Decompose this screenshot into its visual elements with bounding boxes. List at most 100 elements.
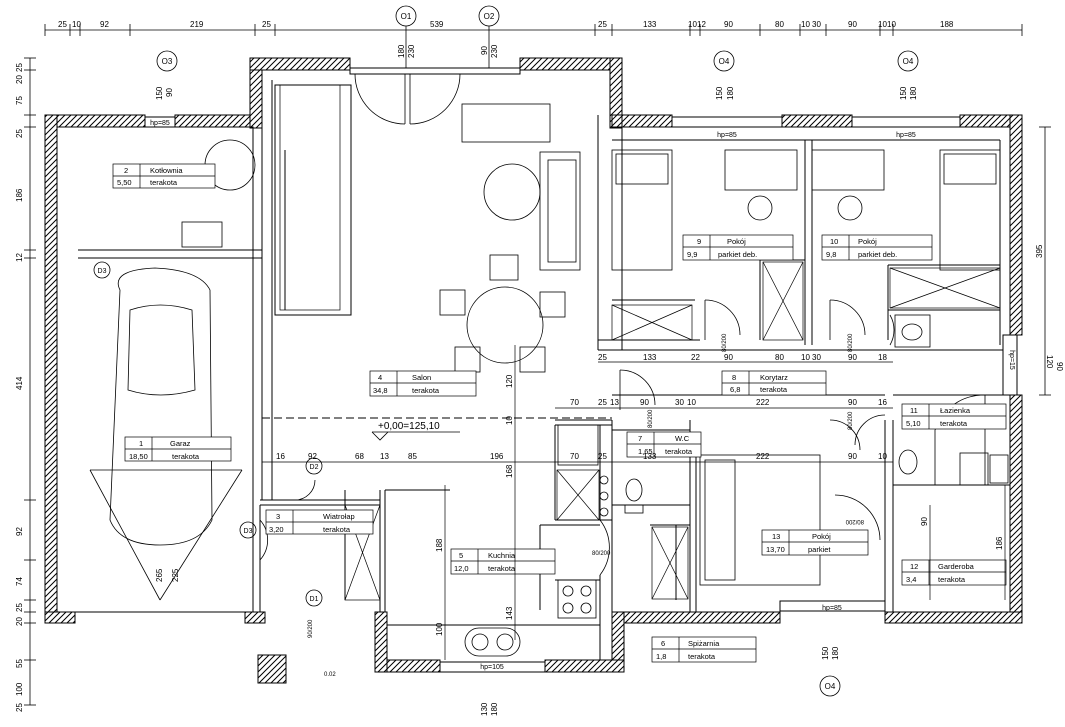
axis-label-o2: O2 bbox=[484, 12, 495, 21]
dim-label: 68 bbox=[355, 452, 364, 461]
dim-label: 130 bbox=[480, 702, 489, 716]
door-label: 80/200 bbox=[592, 551, 611, 557]
dim-label: 30 bbox=[675, 398, 684, 407]
inner-dimension-labels: 25 133 22 90 80 10 30 90 18 70 25 13 90 … bbox=[155, 44, 1004, 716]
room-floor: parkiet deb. bbox=[858, 250, 897, 259]
room-area: 6,8 bbox=[730, 385, 740, 394]
room-area: 1,65 bbox=[638, 447, 653, 456]
level-mark: +0,00=125,10 bbox=[371, 421, 460, 441]
dim-label: 265 bbox=[155, 568, 164, 582]
dim-label: 25 bbox=[15, 129, 24, 138]
dim-label: 70 bbox=[570, 398, 579, 407]
dim-label: 22 bbox=[691, 353, 700, 362]
dim-label: 120 bbox=[1045, 355, 1054, 369]
room-name: Pokój bbox=[727, 237, 746, 246]
dim-label: 25 bbox=[58, 20, 67, 29]
room-area: 18,50 bbox=[129, 452, 148, 461]
room-number: 3 bbox=[276, 512, 280, 521]
room-number: 10 bbox=[830, 237, 838, 246]
dim-label: 90 bbox=[480, 46, 489, 55]
dim-label: 13 bbox=[610, 398, 619, 407]
window-label: hp=85 bbox=[150, 120, 170, 127]
room-number: 11 bbox=[910, 406, 918, 415]
dim-label: 150 bbox=[715, 86, 724, 100]
dim-label: 180 bbox=[726, 86, 735, 100]
furniture bbox=[89, 103, 1009, 657]
dim-label: 10 bbox=[801, 20, 810, 29]
dim-label: 25 bbox=[15, 703, 24, 712]
dim-label: 188 bbox=[940, 20, 954, 29]
dim-label: 10 bbox=[878, 452, 887, 461]
dim-label: 219 bbox=[190, 20, 204, 29]
door-label: 90/200 bbox=[308, 619, 314, 638]
dim-label: 90 bbox=[848, 398, 857, 407]
dim-label: 25 bbox=[598, 452, 607, 461]
dim-label: 74 bbox=[15, 577, 24, 586]
room-floor: terakota bbox=[150, 178, 178, 187]
dim-label: 150 bbox=[155, 86, 164, 100]
room-name: Kotłownia bbox=[150, 166, 183, 175]
dim-label: 10 bbox=[887, 20, 896, 29]
dim-label: 222 bbox=[756, 452, 770, 461]
dim-label: 70 bbox=[570, 452, 579, 461]
dim-label: 100 bbox=[15, 682, 24, 696]
dim-label: 90 bbox=[848, 353, 857, 362]
dim-label: 25 bbox=[262, 20, 271, 29]
dim-label: 133 bbox=[643, 353, 657, 362]
room-name: Garaz bbox=[170, 439, 191, 448]
dim-label: 90 bbox=[165, 88, 174, 97]
axis-markers bbox=[93, 5, 919, 697]
room-area: 1,8 bbox=[656, 652, 666, 661]
door-label: 80/200 bbox=[848, 333, 854, 352]
dim-label: 12 bbox=[697, 20, 706, 29]
dim-label: 80 bbox=[775, 20, 784, 29]
room-name: Łazienka bbox=[940, 406, 971, 415]
axis-label-d3: D3 bbox=[98, 268, 107, 275]
top-dimension-line bbox=[44, 24, 1023, 36]
dim-label: 143 bbox=[505, 606, 514, 620]
room-floor: terakota bbox=[323, 525, 351, 534]
dim-label: 90 bbox=[848, 452, 857, 461]
right-dimension-line bbox=[1039, 126, 1051, 396]
dim-label: 20 bbox=[15, 75, 24, 84]
axis-label-d1: D1 bbox=[310, 596, 319, 603]
right-dimension-labels: 395 120 90 bbox=[1035, 244, 1064, 371]
window-label: hp=85 bbox=[717, 132, 737, 139]
entrance-door bbox=[354, 73, 461, 125]
room-area: 12,0 bbox=[454, 564, 469, 573]
dim-label: 90 bbox=[1055, 362, 1064, 371]
room-name: Wiatrołap bbox=[323, 512, 355, 521]
dim-label: 30 bbox=[812, 20, 821, 29]
dim-label: 150 bbox=[899, 86, 908, 100]
left-dimension-labels: 25 20 75 25 186 12 414 92 74 20 25 55 10… bbox=[15, 63, 24, 712]
outer-walls bbox=[44, 57, 1023, 684]
room-labels bbox=[112, 163, 1007, 663]
room-area: 13,70 bbox=[766, 545, 785, 554]
windows bbox=[144, 67, 1018, 673]
dim-label: 25 bbox=[15, 603, 24, 612]
dim-label: 150 bbox=[821, 646, 830, 660]
axis-labels: O1 O2 O3 O4 O4 O4 D2 D1 D3 D3 bbox=[98, 12, 914, 691]
window-label: hp=85 bbox=[896, 132, 916, 139]
dim-label: 10 bbox=[72, 20, 81, 29]
room-area: 5,10 bbox=[906, 419, 921, 428]
dim-label: 180 bbox=[909, 86, 918, 100]
room-area: 5,50 bbox=[117, 178, 132, 187]
door-label: 80/200 bbox=[722, 333, 728, 352]
inner-dimension-lines bbox=[262, 345, 1006, 660]
dim-label: 92 bbox=[15, 527, 24, 536]
dim-label: 539 bbox=[430, 20, 444, 29]
room-floor: parkiet bbox=[808, 545, 831, 554]
room-floor: terakota bbox=[760, 385, 788, 394]
room-floor: terakota bbox=[940, 419, 968, 428]
dim-label: 16 bbox=[878, 398, 887, 407]
dim-label: 230 bbox=[490, 44, 499, 58]
dim-label: 12 bbox=[15, 253, 24, 262]
dim-label: 133 bbox=[643, 452, 657, 461]
dim-label: 0.02 bbox=[324, 672, 336, 678]
dim-label: 180 bbox=[397, 44, 406, 58]
room-area: 34,8 bbox=[373, 386, 388, 395]
wardrobes bbox=[279, 84, 1001, 601]
dim-label: 10 bbox=[687, 398, 696, 407]
